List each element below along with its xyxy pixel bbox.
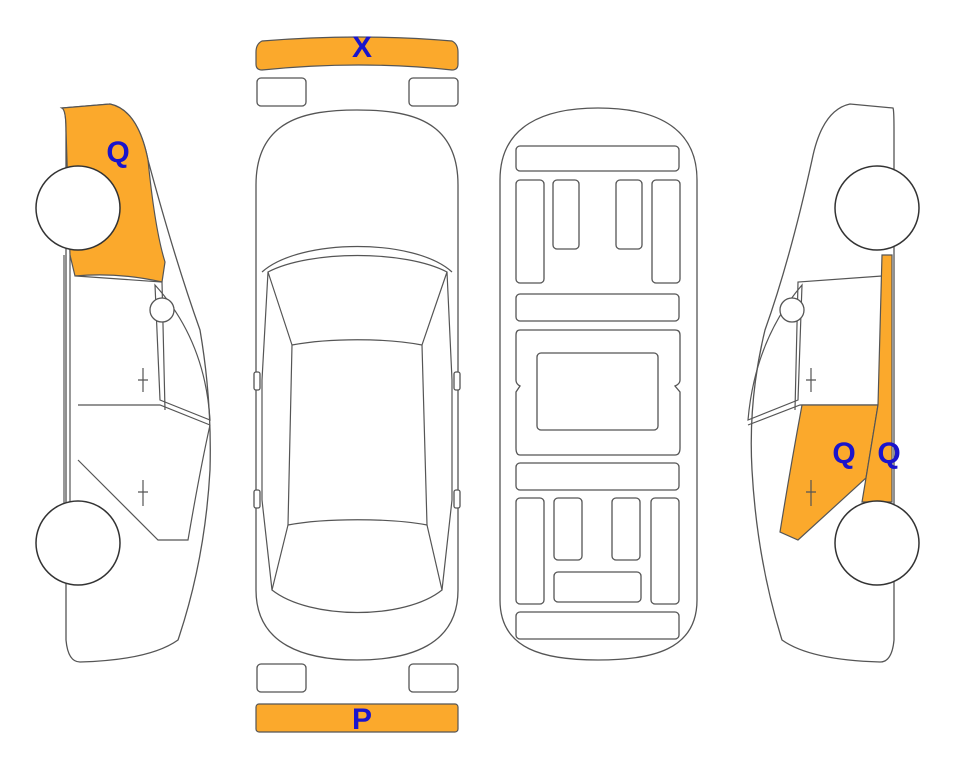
- right-rear-handle-side: [806, 480, 816, 506]
- right-rear-door-damage[interactable]: [779, 404, 879, 541]
- top-view-body: [255, 109, 459, 661]
- front-bumper-damage[interactable]: [255, 36, 459, 71]
- underbody-crossmember-front: [515, 293, 680, 322]
- left-side-view: Q: [35, 103, 211, 663]
- rear-left-light: [256, 663, 307, 693]
- rear-window: [271, 524, 443, 614]
- underbody-rear-left-rail: [515, 497, 545, 605]
- underbody-rear-right-rail: [650, 497, 680, 605]
- roof: [287, 344, 428, 526]
- underbody-center-panel: [536, 352, 659, 431]
- underbody-front-left-panel: [552, 179, 580, 250]
- right-side-line: [441, 271, 453, 591]
- front-bumper-code: X: [352, 31, 372, 64]
- underbody-crossmember-rear: [515, 462, 680, 491]
- right-front-handle: [806, 368, 816, 392]
- front-left-light: [256, 77, 307, 107]
- left-rocker: [63, 255, 71, 505]
- rear-bumper-area[interactable]: P: [255, 703, 459, 736]
- right-rear-quarter-damage[interactable]: [861, 254, 893, 503]
- underbody-rear-bar: [515, 611, 680, 640]
- rear-bumper-damage[interactable]: [255, 703, 459, 733]
- left-rear-handle: [253, 489, 261, 509]
- right-mirror: [453, 371, 461, 391]
- left-rear-handle-side: [138, 480, 148, 506]
- front-right-light: [408, 77, 459, 107]
- underbody-front-left-rail: [515, 179, 545, 284]
- right-side-code-door[interactable]: Q: [832, 437, 855, 470]
- underbody-rear-tank: [553, 571, 642, 603]
- right-front-wheel: [834, 165, 920, 251]
- right-front-door-line: [794, 275, 883, 411]
- left-front-door-line: [75, 275, 166, 411]
- left-side-code[interactable]: Q: [106, 136, 129, 169]
- left-front-handle: [138, 368, 148, 392]
- underbody-view: [499, 107, 698, 661]
- left-rear-door: [77, 424, 211, 541]
- right-mirror-side: [779, 297, 805, 323]
- underbody-front-bar: [515, 145, 680, 172]
- hood-line: [261, 246, 453, 273]
- left-front-wheel: [35, 165, 121, 251]
- front-bumper-area[interactable]: X: [255, 31, 459, 71]
- top-view: [253, 109, 461, 661]
- underbody-rear-right-panel: [611, 497, 641, 561]
- left-mirror-side: [149, 297, 175, 323]
- underbody-front-right-rail: [651, 179, 681, 284]
- underbody-rear-left-panel: [553, 497, 583, 561]
- underbody-front-right-panel: [615, 179, 643, 250]
- left-door-split: [78, 404, 211, 426]
- rear-bumper-code: P: [352, 703, 372, 736]
- left-mirror: [253, 371, 261, 391]
- left-rear-wheel: [35, 500, 121, 586]
- right-side-view: Q Q: [747, 103, 920, 663]
- rear-right-light: [408, 663, 459, 693]
- left-side-line: [261, 271, 273, 591]
- right-side-code-quarter[interactable]: Q: [877, 437, 900, 470]
- right-rear-handle: [453, 489, 461, 509]
- right-rear-wheel: [834, 500, 920, 586]
